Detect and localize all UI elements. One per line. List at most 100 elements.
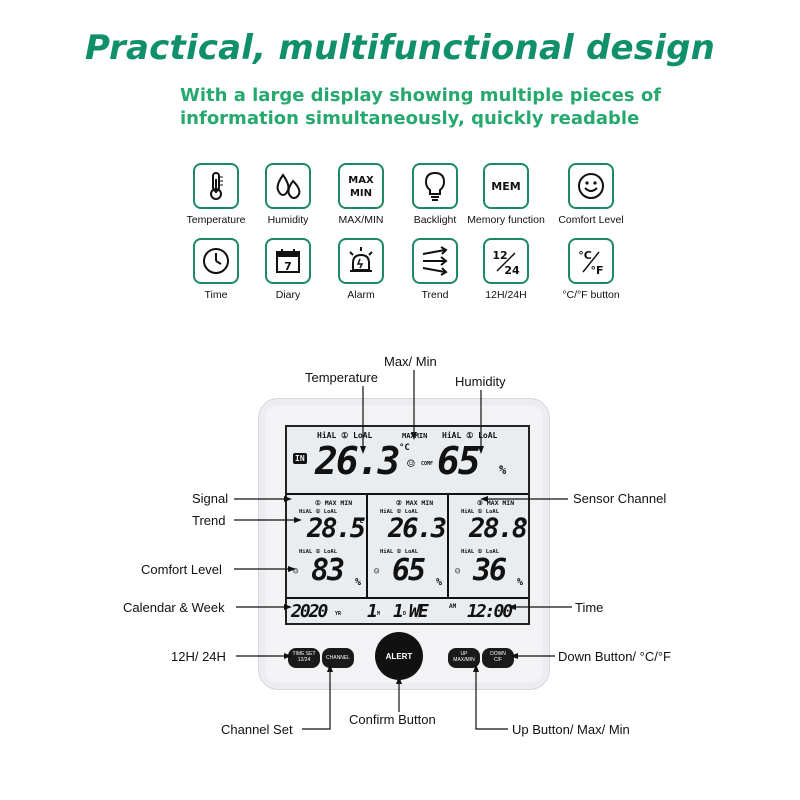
time-set-button[interactable]: TIME SET 12/24 [288, 648, 320, 668]
callout-up-button: Up Button/ Max/ Min [512, 722, 630, 737]
callout-trend: Trend [192, 513, 226, 528]
feature-celsius-fahrenheit: °C°F°C/°F button [546, 238, 636, 301]
channel-3-humidity-unit: % [517, 577, 524, 588]
maxmin-indicator: MAXMIN [402, 432, 428, 440]
feature-label: Memory function [467, 214, 545, 226]
calendar-icon: 7 [265, 238, 311, 284]
feature-label: Alarm [347, 289, 375, 301]
weekday-value: WE [409, 601, 429, 622]
ampm-indicator: AM [449, 603, 457, 610]
feature-label: 12H/24H [485, 289, 527, 301]
feature-label: MAX/MIN [338, 214, 384, 226]
alert-button[interactable]: ALERT [375, 632, 423, 680]
channel-2-humidity-unit: % [436, 577, 443, 588]
smiley-icon [568, 163, 614, 209]
callout-temperature: Temperature [305, 370, 378, 385]
indoor-tag: IN [293, 453, 307, 464]
feature-label: Comfort Level [558, 214, 624, 226]
down-button[interactable]: DOWN C/F [482, 648, 514, 668]
channel-3-alarm-top: HiAL ① LoAL [461, 509, 500, 515]
feature-label: Trend [421, 289, 449, 301]
feature-thermometer: Temperature [171, 163, 261, 226]
svg-text:24: 24 [504, 264, 520, 277]
down-sublabel: C/F [493, 657, 503, 663]
channel-2-humidity: 65 [392, 553, 426, 588]
time-value: 12:00 [467, 601, 513, 622]
up-label: UP [460, 651, 468, 657]
feature-alarm: Alarm [316, 238, 406, 301]
lcd-display: HiAL ① LoAL MAXMIN HiAL ① LoAL IN 26.3 °… [285, 425, 530, 625]
humidity-drops-icon [265, 163, 311, 209]
channel-1-temp-unit: °C [355, 517, 364, 525]
channel-2-header: ② MAX MIN [396, 499, 434, 507]
feature-trend-arrows: Trend [390, 238, 480, 301]
up-sublabel: MAX/MIN [453, 657, 475, 663]
channel-1-humidity-unit: % [355, 577, 362, 588]
feature-label: Humidity [267, 214, 309, 226]
channel-3-header: ③ MAX MIN [477, 499, 515, 507]
channel-2-comfort-icon: ☺ [374, 567, 380, 577]
channel-2-alarm-bottom: HiAL ① LoAL [380, 549, 419, 555]
indoor-alarm-label: HiAL ① LoAL [317, 431, 373, 440]
time-set-sublabel: 12/24 [297, 657, 311, 663]
celsius-fahrenheit-icon: °C °F [568, 238, 614, 284]
channel-1-comfort-icon: ☺ [293, 567, 299, 577]
channel-1-alarm-top: HiAL ① LoAL [299, 509, 338, 515]
channel-2-temp-unit: °C [436, 517, 445, 525]
feature-smiley: Comfort Level [546, 163, 636, 226]
clock-icon [193, 238, 239, 284]
year-value: 2020 [291, 601, 328, 622]
channel-3-alarm-bottom: HiAL ① LoAL [461, 549, 500, 555]
svg-text:°C: °C [578, 249, 592, 262]
down-label: DOWN [490, 651, 506, 657]
feature-label: Backlight [413, 214, 457, 226]
callout-comfort-level: Comfort Level [141, 562, 222, 577]
up-button[interactable]: UP MAX/MIN [448, 648, 480, 668]
indoor-humidity: 65 [437, 439, 481, 483]
alert-label: ALERT [385, 651, 413, 661]
callout-time: Time [575, 600, 604, 615]
day-tag: D [403, 611, 407, 617]
lightbulb-icon [412, 163, 458, 209]
year-tag: YR [335, 611, 342, 617]
indoor-temperature: 26.3 [315, 439, 401, 483]
channel-3-temperature: 28.8 [469, 513, 528, 544]
svg-text:12: 12 [492, 249, 507, 262]
humidity-alarm-label: HiAL ① LoAL [442, 431, 498, 440]
callout-confirm-button: Confirm Button [349, 712, 436, 727]
channel-label: CHANNEL [326, 655, 350, 661]
feature-label: Diary [275, 289, 301, 301]
channel-3-comfort-icon: ☺ [455, 567, 461, 577]
svg-text:°F: °F [590, 264, 603, 277]
comfort-tag: COMF [421, 461, 434, 467]
channel-1-header: ① MAX MIN [315, 499, 353, 507]
callout-calendar-week: Calendar & Week [123, 600, 225, 615]
alarm-icon [338, 238, 384, 284]
callout-12h-24h: 12H/ 24H [171, 649, 226, 664]
channel-1-temperature: 28.5 [307, 513, 366, 544]
svg-text:MEM: MEM [491, 180, 520, 193]
svg-text:7: 7 [284, 260, 292, 273]
trend-arrows-icon [412, 238, 458, 284]
month-tag: M [377, 611, 381, 617]
feature-mem: MEM Memory function [461, 163, 551, 226]
indoor-humidity-unit: % [499, 463, 507, 477]
day-value: 1 [393, 601, 404, 622]
max-min-icon: MAX MIN [338, 163, 384, 209]
channel-3-humidity: 36 [473, 553, 507, 588]
page-title: Practical, multifunctional design [84, 28, 716, 68]
mem-icon: MEM [483, 163, 529, 209]
callout-down-button: Down Button/ °C/°F [558, 649, 671, 664]
svg-text:MIN: MIN [350, 188, 372, 199]
channel-1-alarm-bottom: HiAL ① LoAL [299, 549, 338, 555]
feature-label: Temperature [186, 214, 246, 226]
callout-signal: Signal [192, 491, 229, 506]
channel-button[interactable]: CHANNEL [322, 648, 354, 668]
svg-text:MAX: MAX [348, 175, 374, 186]
channel-1-humidity: 83 [311, 553, 345, 588]
callout-max-min: Max/ Min [384, 354, 437, 369]
feature-label: Time [204, 289, 228, 301]
